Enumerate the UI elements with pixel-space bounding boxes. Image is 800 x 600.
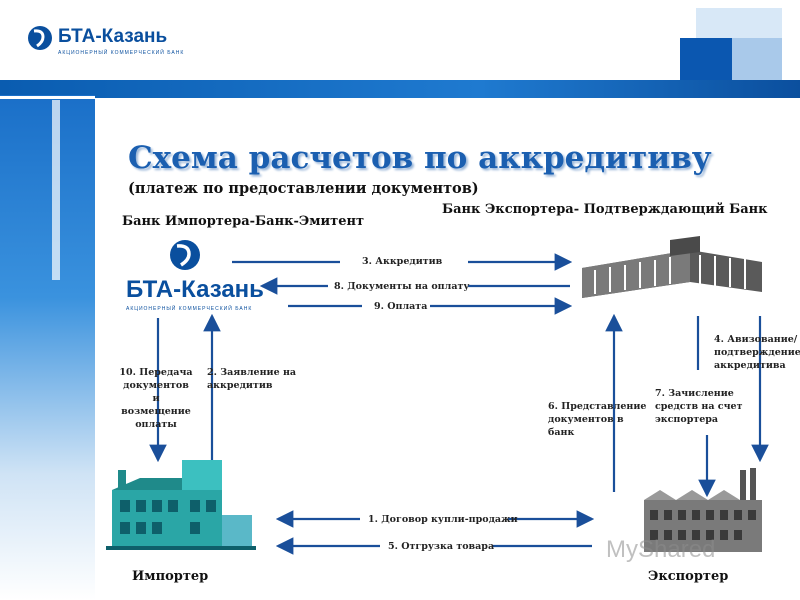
exporter-label: Экспортер [648, 569, 729, 584]
decor-square [680, 38, 732, 82]
importer-bank-label: Банк Импортера-Банк-Эмитент [122, 214, 365, 229]
logo-emblem-icon [170, 240, 200, 270]
step-8-label: 8. Документы на оплату [334, 281, 470, 292]
step-6-label: 6. Представление документов в банк [548, 401, 647, 438]
importer-bank-logo: БТА-Казань АКЦИОНЕРНЫЙ КОММЕРЧЕСКИЙ БАНК [122, 240, 264, 315]
decor-stripe [0, 96, 95, 99]
page-subtitle: (платеж по предоставлении документов) [128, 180, 479, 197]
decor-square [732, 38, 782, 82]
importer-label: Импортер [132, 569, 209, 584]
logo-subtitle: АКЦИОНЕРНЫЙ КОММЕРЧЕСКИЙ БАНК [126, 306, 253, 312]
step-10-label: 10. Передача документов и возмещение опл… [119, 367, 193, 430]
page-title: Схема расчетов по аккредитиву [128, 140, 712, 176]
step-2-label: 2. Заявление на аккредитив [207, 367, 297, 391]
importer-building-icon [106, 460, 256, 550]
step-3-label: 3. Аккредитив [362, 256, 443, 267]
step-7-label: 7. Зачисление средств на счет экспортера [655, 388, 743, 425]
logo-emblem-icon [28, 26, 52, 50]
slide-header [0, 0, 800, 95]
logo-name: БТА-Казань [58, 26, 168, 47]
exporter-bank-building-icon [582, 236, 762, 298]
exporter-bank-label: Банк Экспортера- Подтверждающий Банк [442, 202, 768, 217]
step-1-label: 1. Договор купли-продажи [368, 514, 518, 525]
header-logo[interactable]: БТА-Казань АКЦИОНЕРНЫЙ КОММЕРЧЕСКИЙ БАНК [28, 26, 188, 62]
left-decor-panel [0, 95, 95, 600]
header-band [0, 80, 800, 98]
logo-name: БТА-Казань [126, 276, 264, 303]
step-9-label: 9. Оплата [374, 301, 428, 312]
decor-stripe [52, 100, 60, 280]
watermark: MyShared [606, 536, 716, 563]
step-4-label: 4. Авизование/ подтверждение аккредитива [714, 334, 800, 371]
logo-subtitle: АКЦИОНЕРНЫЙ КОММЕРЧЕСКИЙ БАНК [58, 50, 185, 56]
decor-square [696, 8, 782, 38]
exporter-building-icon [644, 468, 762, 552]
step-5-label: 5. Отгрузка товара [388, 541, 495, 552]
